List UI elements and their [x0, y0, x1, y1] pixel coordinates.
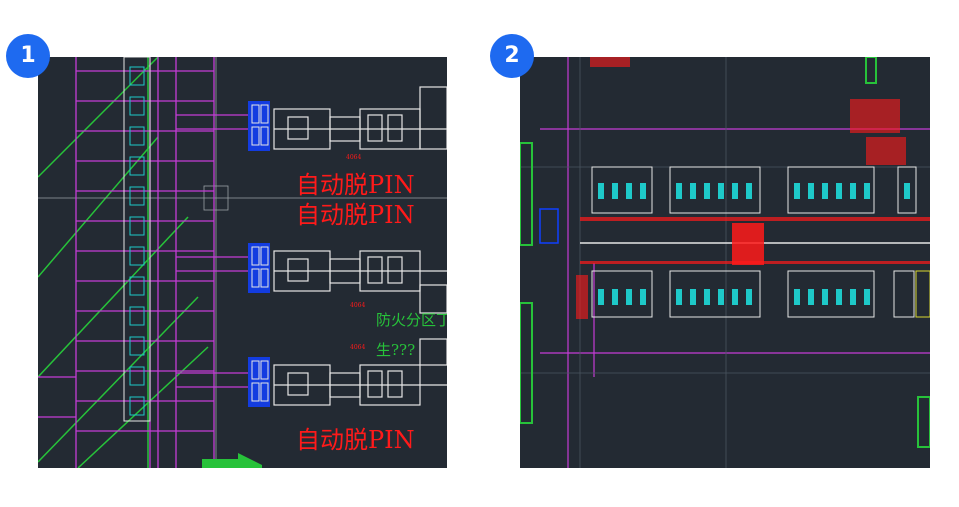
step-badge-2: 2: [490, 34, 534, 78]
cabinet-column: [123, 57, 151, 422]
crosshair: [38, 57, 447, 468]
machine-row-3: [248, 338, 447, 407]
green-arrow: [202, 453, 262, 468]
green-side-blocks: [520, 57, 930, 448]
auto-depin-label: 自动脱PIN: [296, 171, 415, 199]
small-red-label: 4064: [346, 154, 361, 161]
red-conveyor: [539, 208, 930, 265]
cell-groups-lower: [591, 270, 930, 318]
fire-zone-label: 防火分区丁一: [376, 311, 447, 329]
auto-depin-label: 自动脱PIN: [296, 201, 415, 229]
green-note-label: 生???: [376, 341, 415, 359]
auto-depin-label: 自动脱PIN: [296, 426, 415, 454]
machine-row-1: [248, 86, 447, 151]
step-badge-1: 1: [6, 34, 50, 78]
magenta-bus-lines: [38, 57, 248, 468]
cad-drawing-1: 4064 4064 4064 自动脱PIN 自动脱PIN 自动脱PIN 防火分区…: [38, 57, 447, 468]
red-blocks: [576, 57, 906, 319]
cad-drawing-2: [520, 57, 930, 468]
cad-screenshot-1: 4064 4064 4064 自动脱PIN 自动脱PIN 自动脱PIN 防火分区…: [38, 57, 447, 468]
cad-screenshot-2: [520, 57, 930, 468]
green-diagonal-lines: [38, 57, 209, 468]
small-red-label: 4064: [350, 344, 365, 351]
small-red-label: 4064: [350, 302, 365, 309]
cell-groups-upper: [591, 166, 917, 214]
machine-row-2: [248, 243, 447, 314]
